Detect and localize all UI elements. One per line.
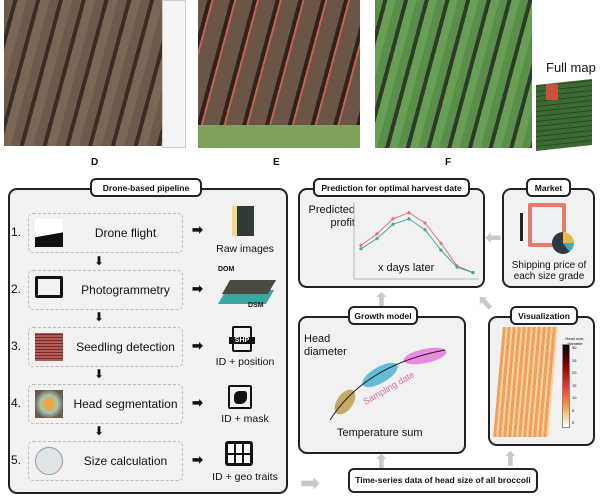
market-title: Market xyxy=(526,178,571,197)
panel-label-f: F xyxy=(445,157,452,168)
right-arrow-icon: ➡ xyxy=(192,395,203,410)
broccoli-head-icon xyxy=(35,390,63,418)
colorbar-title: Head max. diameter xyxy=(565,336,585,346)
growth-model-panel xyxy=(298,316,466,454)
profit-point xyxy=(423,221,427,225)
colorbar-tick: 5 xyxy=(572,407,575,413)
profit-point xyxy=(439,241,443,245)
predicted-profit-label: Predicted profit xyxy=(308,204,355,229)
panel-label-e: E xyxy=(273,157,280,168)
step-label: Head segmentation xyxy=(73,397,178,411)
step-number: 1. xyxy=(11,225,22,239)
profit-point xyxy=(375,232,379,236)
table-icon xyxy=(225,441,253,466)
up-arrow-icon: ⬆ xyxy=(502,449,519,471)
profit-point xyxy=(455,265,459,269)
output-id-position: ID + position xyxy=(215,356,275,368)
temperature-sum-label: Temperature sum xyxy=(337,427,423,439)
pie-chart-icon xyxy=(552,232,574,254)
step-number: 3. xyxy=(11,339,22,353)
prediction-panel xyxy=(298,188,485,288)
colorbar-tick: 15 xyxy=(572,382,577,388)
profit-point xyxy=(423,228,427,232)
profit-chart xyxy=(353,202,479,280)
monitor-icon xyxy=(35,276,63,298)
step-label: Photogrammetry xyxy=(81,283,170,297)
step-label: Size calculation xyxy=(83,454,168,468)
right-arrow-icon: ➡ xyxy=(192,281,203,296)
seedling-map-icon xyxy=(35,333,63,361)
profit-point xyxy=(407,211,411,215)
panel-f-image xyxy=(375,0,532,148)
pen-icon xyxy=(520,213,523,241)
profit-point xyxy=(471,271,475,275)
colorbar-tick: 10 xyxy=(572,395,577,400)
panel-e-green-area xyxy=(198,125,360,148)
drone-icon xyxy=(35,219,63,247)
market-caption: Shipping price of each size grade xyxy=(511,260,587,282)
colorbar-tick: 20 xyxy=(572,370,577,375)
output-raw-images: Raw images xyxy=(216,243,274,255)
head-diameter-label: Head diameter xyxy=(304,333,347,358)
prediction-title: Prediction for optimal harvest date xyxy=(313,178,470,197)
profit-point xyxy=(359,247,363,251)
right-arrow-icon: ➡ xyxy=(192,222,203,237)
panel-e-image xyxy=(198,0,360,148)
step-number: 4. xyxy=(11,396,22,410)
panel-d-image xyxy=(4,0,162,146)
step-label: Drone flight xyxy=(94,226,157,240)
x-days-later-label: x days later xyxy=(378,262,435,274)
colorbar-tick: 0 xyxy=(572,420,575,425)
broccoli-size-map xyxy=(493,327,558,437)
step-photogrammetry: 2. Photogrammetry xyxy=(11,270,183,310)
panel-label-d: D xyxy=(91,157,99,168)
step-seedling-detection: 3. Seedling detection xyxy=(11,327,183,367)
profit-point xyxy=(391,217,395,221)
profit-point xyxy=(359,243,363,247)
timeseries-title: Time-series data of head size of all bro… xyxy=(348,468,538,493)
profit-point xyxy=(407,217,411,221)
raw-images-icon xyxy=(232,206,254,236)
ellipse-fit-icon xyxy=(35,447,63,475)
growth-scatter xyxy=(329,347,447,421)
profit-line-upper xyxy=(360,212,474,274)
profit-point xyxy=(375,237,379,241)
output-id-geo-traits: ID + geo traits xyxy=(212,471,278,483)
down-arrow-icon: ⬇ xyxy=(94,310,105,324)
step-label: Seedling detection xyxy=(76,340,175,354)
step-number: 2. xyxy=(11,282,22,296)
colorbar xyxy=(562,344,570,428)
dsm-label: DSM xyxy=(248,302,264,309)
step-size-calculation: 5. Size calculation xyxy=(11,441,183,481)
down-arrow-icon: ⬇ xyxy=(94,254,105,268)
colorbar-tick: 25 xyxy=(572,357,577,363)
down-arrow-icon: ⬇ xyxy=(94,367,105,381)
output-id-mask: ID + mask xyxy=(221,413,269,425)
shp-badge: SHP xyxy=(229,337,255,344)
step-number: 5. xyxy=(11,453,22,467)
dom-label: DOM xyxy=(218,266,235,273)
profit-point xyxy=(391,222,395,226)
up-left-arrow-icon: ⬉ xyxy=(477,292,494,314)
right-arrow-icon: ➡ xyxy=(192,452,203,467)
profit-line-lower xyxy=(360,218,474,274)
full-map-image xyxy=(536,79,592,151)
colorbar-tick: 30 xyxy=(572,345,577,350)
down-arrow-icon: ⬇ xyxy=(94,424,105,438)
full-map-label: Full map xyxy=(546,60,596,75)
profit-point xyxy=(439,248,443,252)
dom-layer-icon xyxy=(221,280,277,294)
right-arrow-icon: ➡ xyxy=(300,470,321,497)
right-arrow-icon: ➡ xyxy=(192,338,203,353)
colorbar-ticks: 30 25 20 15 10 5 0 xyxy=(572,342,576,430)
left-arrow-icon: ⬅ xyxy=(485,227,502,249)
step-drone-flight: 1. Drone flight xyxy=(11,213,183,253)
mask-icon xyxy=(228,385,252,409)
step-head-segmentation: 4. Head segmentation xyxy=(11,384,183,424)
full-map-highlight xyxy=(546,84,558,100)
pipeline-title: Drone-based pipeline xyxy=(90,178,202,197)
visualization-title: Visualization xyxy=(510,306,578,325)
panel-d-sidebar xyxy=(162,0,186,148)
growth-model-title: Growth model xyxy=(348,306,418,325)
